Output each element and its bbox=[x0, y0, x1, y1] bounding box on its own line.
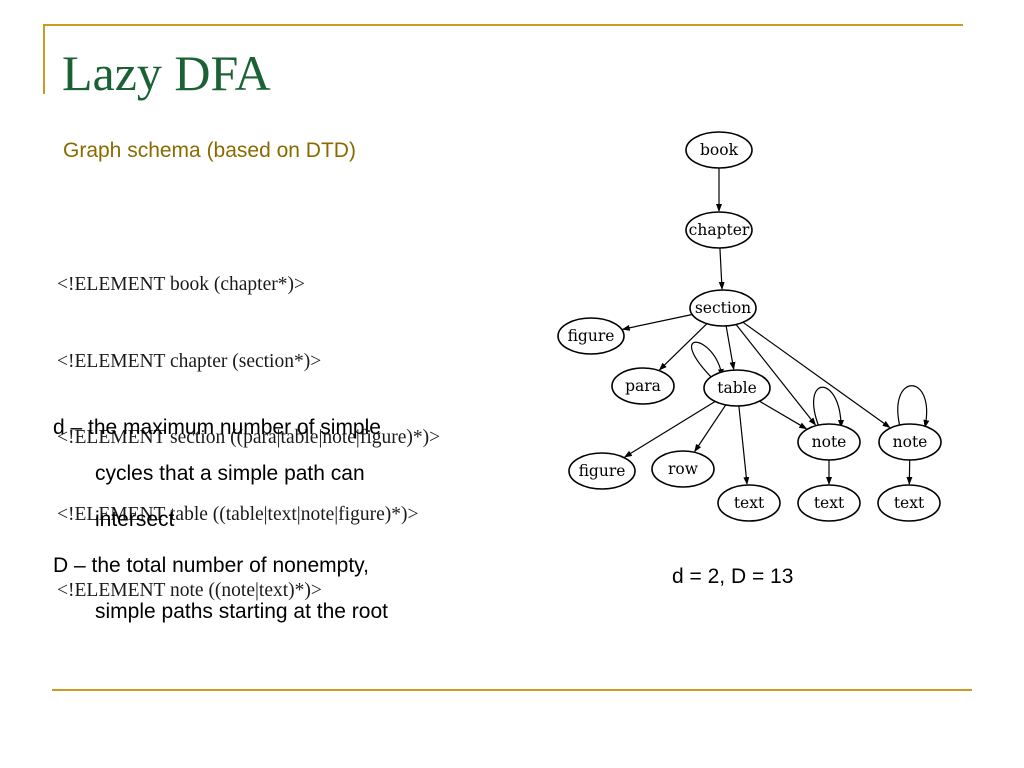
node-ellipse bbox=[685, 131, 753, 169]
dtd-line-chapter: <!ELEMENT chapter (section*)> bbox=[57, 350, 322, 372]
definition-d-line: intersect bbox=[95, 508, 175, 531]
node-ellipse bbox=[703, 369, 771, 407]
node-label: text bbox=[734, 494, 765, 512]
node-chapter: chapter bbox=[685, 211, 753, 249]
node-label: text bbox=[894, 494, 925, 512]
node-label: table bbox=[717, 379, 757, 397]
node-row: row bbox=[651, 450, 715, 488]
node-ellipse bbox=[689, 289, 757, 327]
node-text1: text bbox=[717, 484, 781, 522]
node-label: note bbox=[893, 433, 928, 451]
edge-section-table bbox=[725, 325, 736, 371]
node-ellipse bbox=[797, 423, 861, 461]
node-label: figure bbox=[568, 327, 615, 345]
node-ellipse bbox=[557, 317, 625, 355]
node-text2: text bbox=[797, 484, 861, 522]
node-section: section bbox=[689, 289, 757, 327]
node-ellipse bbox=[797, 484, 861, 522]
node-book: book bbox=[685, 131, 753, 169]
node-ellipse bbox=[685, 211, 753, 249]
dtd-line-section: <!ELEMENT section ((para|table|note|figu… bbox=[57, 427, 441, 448]
node-ellipse bbox=[568, 452, 636, 490]
self-loop-note1 bbox=[813, 386, 844, 428]
node-label: para bbox=[625, 377, 661, 395]
slide-title: Lazy DFA bbox=[62, 45, 271, 101]
node-label: text bbox=[814, 494, 845, 512]
node-label: book bbox=[700, 141, 739, 159]
definition-big-d-line: D – the total number of nonempty, bbox=[53, 554, 369, 577]
node-label: figure bbox=[579, 462, 626, 480]
node-label: chapter bbox=[689, 221, 750, 239]
edge-table-row bbox=[694, 404, 727, 453]
node-text3: text bbox=[877, 484, 941, 522]
edge-section-para bbox=[658, 323, 708, 371]
edge-section-figure1 bbox=[621, 313, 693, 331]
definition-big-d-line: simple paths starting at the root bbox=[95, 600, 388, 623]
top-rule bbox=[43, 24, 963, 26]
definition-d-line: cycles that a simple path can bbox=[95, 462, 365, 485]
node-table: table bbox=[703, 369, 771, 407]
edge-section-note1 bbox=[735, 324, 817, 426]
self-loop-note2 bbox=[897, 385, 930, 428]
node-figure2: figure bbox=[568, 452, 636, 490]
node-label: note bbox=[812, 433, 847, 451]
node-ellipse bbox=[717, 484, 781, 522]
node-label: section bbox=[695, 299, 751, 317]
node-label: row bbox=[668, 460, 699, 478]
node-ellipse bbox=[611, 367, 675, 405]
edge-table-note1 bbox=[759, 400, 808, 430]
node-note2: note bbox=[878, 423, 942, 461]
dtd-line-book: <!ELEMENT book (chapter*)> bbox=[57, 274, 305, 295]
schema-graph: book chapter section figure para table note not… bbox=[557, 131, 942, 522]
node-para: para bbox=[611, 367, 675, 405]
dtd-line-note: <!ELEMENT note ((note|text)*)> bbox=[57, 580, 322, 601]
node-ellipse bbox=[877, 484, 941, 522]
node-figure1: figure bbox=[557, 317, 625, 355]
edge-chapter-section bbox=[718, 247, 725, 291]
dtd-block: <!ELEMENT book (chapter*)> <!ELEMENT cha… bbox=[57, 221, 440, 629]
edge-section-note2 bbox=[742, 321, 891, 429]
node-note1: note bbox=[797, 423, 861, 461]
slide-subtitle: Graph schema (based on DTD) bbox=[63, 139, 356, 162]
self-loop-table bbox=[690, 341, 724, 380]
definitions: d – the maximum number of simple cycles … bbox=[53, 405, 523, 635]
definition-big-d: D – the total number of nonempty, simple… bbox=[53, 543, 523, 635]
bottom-rule bbox=[52, 689, 972, 691]
edge-table-figure2 bbox=[623, 400, 716, 458]
node-ellipse bbox=[651, 450, 715, 488]
parameter-values: d = 2, D = 13 bbox=[672, 565, 794, 588]
dtd-line-table: <!ELEMENT table ((table|text|note|figure… bbox=[57, 503, 419, 525]
edge-table-text1 bbox=[738, 405, 750, 486]
left-rule bbox=[43, 24, 45, 94]
definition-d-line: d – the maximum number of simple bbox=[53, 416, 381, 439]
definition-d: d – the maximum number of simple cycles … bbox=[53, 405, 523, 543]
node-ellipse bbox=[878, 423, 942, 461]
